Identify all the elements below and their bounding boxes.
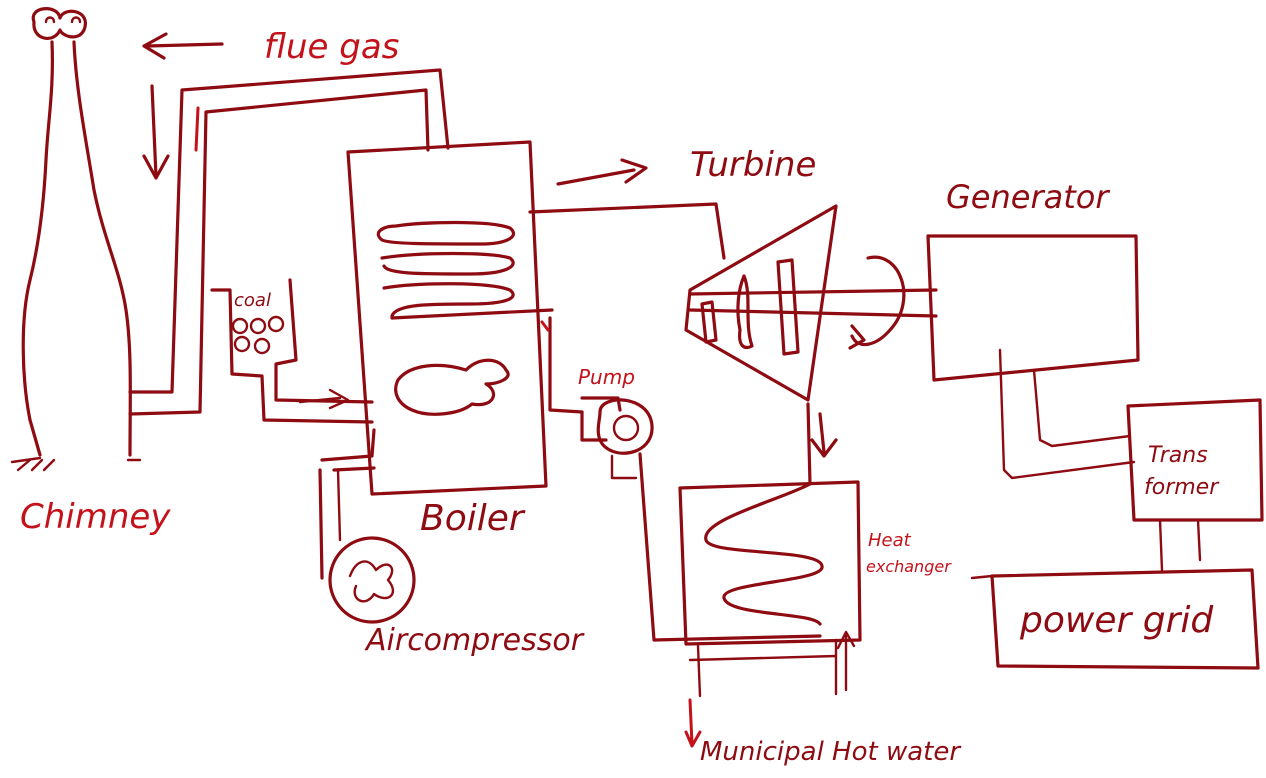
chimney — [12, 9, 140, 470]
feedwater-line — [542, 322, 548, 330]
air-compressor — [320, 430, 414, 622]
power-grid-label: power grid — [1019, 600, 1214, 641]
generator-label: Generator — [946, 178, 1110, 216]
pump-label: Pump — [578, 365, 635, 389]
down-arrow-chimney — [144, 86, 168, 178]
flue-gas-arrow — [144, 34, 222, 58]
municipal-hot-water-label: Municipal Hot water — [700, 737, 962, 767]
coal-label: coal — [234, 290, 271, 311]
boiler-label: Boiler — [420, 498, 526, 539]
chimney-label: Chimney — [20, 497, 171, 537]
generator — [928, 236, 1138, 478]
turbine — [686, 206, 936, 400]
turbine-label: Turbine — [690, 145, 816, 185]
boiler — [348, 142, 724, 494]
flue-gas-label: flue gas — [264, 27, 399, 67]
air-compressor-label: Aircompressor — [364, 623, 585, 658]
turbine-arrow — [558, 160, 646, 184]
grid-link — [972, 576, 992, 578]
heat-exchanger — [680, 404, 860, 746]
transformer-label-line1: Trans — [1148, 443, 1208, 468]
heat-exchanger-label-line1: Heat — [868, 530, 912, 551]
transformer-label-line2: former — [1144, 475, 1220, 500]
heat-exchanger-label-line2: exchanger — [866, 557, 952, 576]
